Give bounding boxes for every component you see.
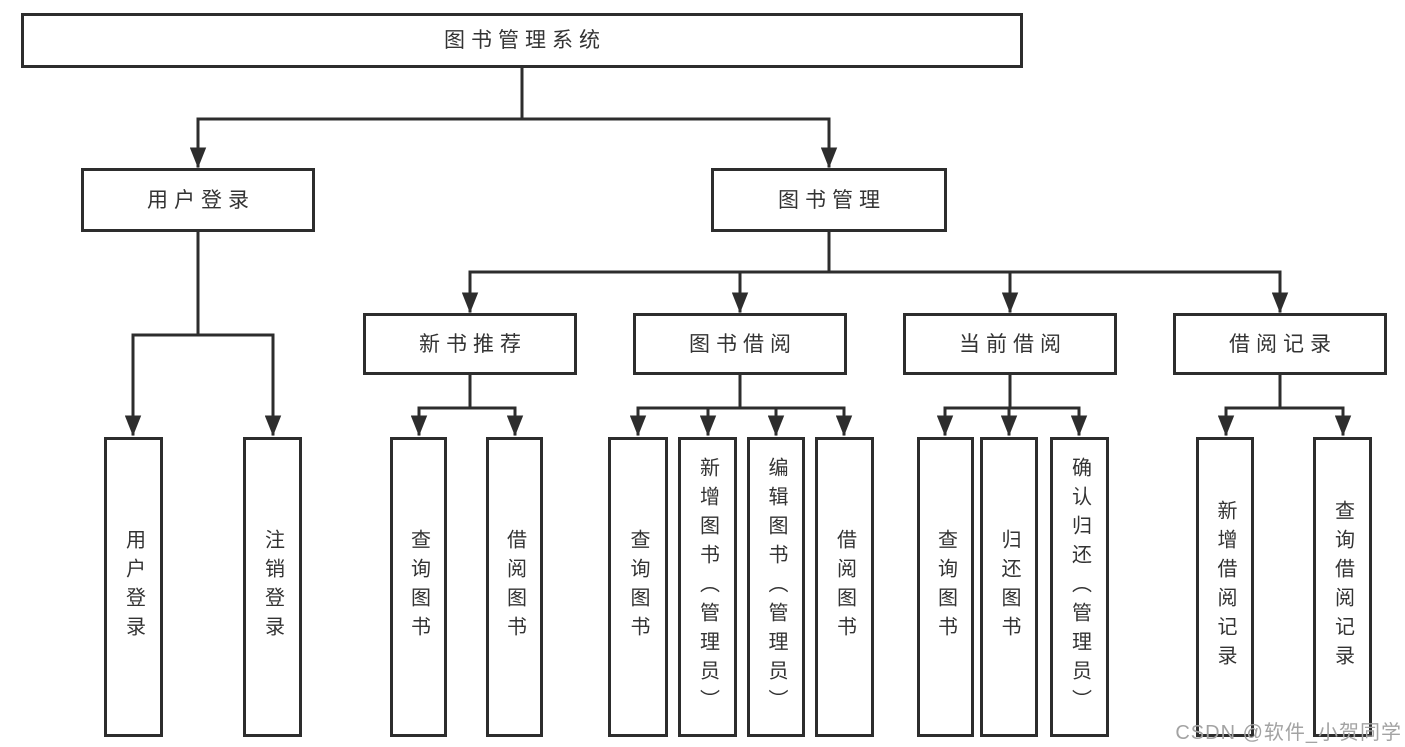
node-root: 图书管理系统: [21, 13, 1023, 68]
csdn-watermark: CSDN @软件_小贺同学: [1175, 722, 1402, 744]
node-user-login-label: 用户登录: [147, 188, 255, 212]
node-borrow-record-label: 借阅记录: [1229, 332, 1337, 356]
edge-trunk-lines: [131, 66, 1345, 410]
node-current-borrow-label: 当前借阅: [959, 332, 1067, 356]
leaf-logout: 注销登录: [243, 437, 302, 737]
leaf-borrow-book-2-label: 借阅图书: [833, 529, 856, 645]
leaf-query-book-2: 查询图书: [608, 437, 668, 737]
node-book-manage: 图书管理: [711, 168, 947, 232]
leaf-logout-label: 注销登录: [261, 529, 284, 645]
leaf-add-borrow-record: 新增借阅记录: [1196, 437, 1254, 737]
node-book-manage-label: 图书管理: [778, 188, 886, 212]
leaf-user-login-label: 用户登录: [122, 529, 145, 645]
leaf-add-book-admin: 新增图书（管理员）: [678, 437, 737, 737]
node-borrow-record: 借阅记录: [1173, 313, 1387, 375]
leaf-query-book-1-label: 查询图书: [407, 529, 430, 645]
node-current-borrow: 当前借阅: [903, 313, 1117, 375]
node-book-borrow-label: 图书借阅: [689, 332, 797, 356]
leaf-borrow-book-2: 借阅图书: [815, 437, 874, 737]
leaf-edit-book-admin-label: 编辑图书（管理员）: [765, 456, 787, 718]
leaf-query-book-2-label: 查询图书: [627, 529, 649, 645]
node-book-borrow: 图书借阅: [633, 313, 847, 375]
leaf-add-borrow-record-label: 新增借阅记录: [1214, 500, 1236, 674]
leaf-add-book-admin-label: 新增图书（管理员）: [696, 456, 719, 718]
leaf-return-book: 归还图书: [980, 437, 1038, 737]
leaf-confirm-return-admin-label: 确认归还（管理员）: [1068, 456, 1091, 718]
leaf-return-book-label: 归还图书: [998, 529, 1020, 645]
node-new-book-recommend: 新书推荐: [363, 313, 577, 375]
leaf-confirm-return-admin: 确认归还（管理员）: [1050, 437, 1109, 737]
leaf-user-login: 用户登录: [104, 437, 163, 737]
leaf-edit-book-admin: 编辑图书（管理员）: [747, 437, 805, 737]
leaf-borrow-book-1-label: 借阅图书: [503, 529, 526, 645]
leaf-query-book-1: 查询图书: [390, 437, 447, 737]
node-root-label: 图书管理系统: [444, 29, 606, 52]
leaf-query-book-3-label: 查询图书: [934, 529, 957, 645]
leaf-query-borrow-record-label: 查询借阅记录: [1331, 500, 1354, 674]
node-new-book-recommend-label: 新书推荐: [419, 332, 527, 356]
node-user-login: 用户登录: [81, 168, 315, 232]
leaf-borrow-book-1: 借阅图书: [486, 437, 543, 737]
leaf-query-borrow-record: 查询借阅记录: [1313, 437, 1372, 737]
leaf-query-book-3: 查询图书: [917, 437, 974, 737]
